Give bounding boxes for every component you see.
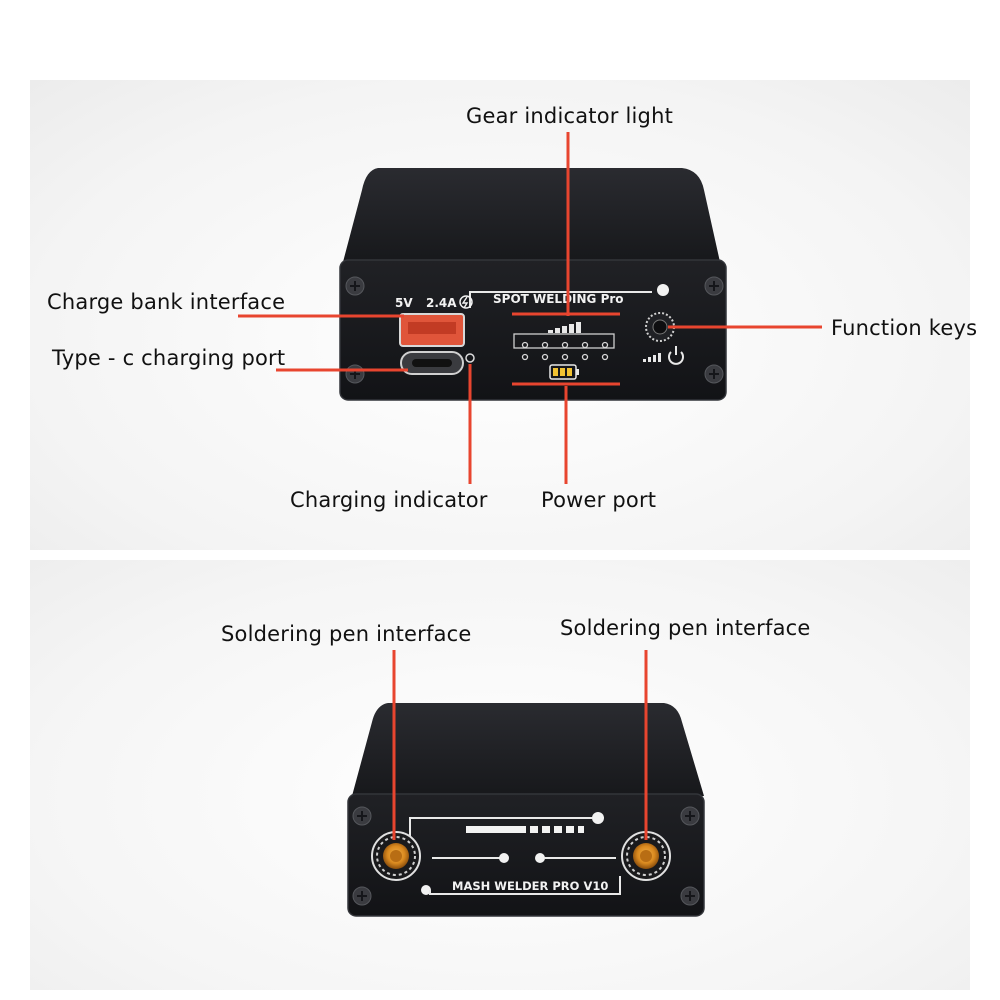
lightning-icon [459, 295, 473, 309]
soldering-pen-terminal-right[interactable] [621, 831, 671, 881]
front-device: SPOT WELDING Pro 5V 2.4A [339, 168, 727, 401]
model-label: MASH WELDER PRO V10 [452, 879, 608, 893]
label-function-keys: Function keys [831, 316, 978, 340]
back-device-front-face [347, 793, 705, 917]
level-bars-icon [466, 826, 584, 833]
back-callout-lines [392, 650, 648, 840]
charging-indicator-led [465, 353, 475, 363]
power-signal-icon [643, 353, 661, 362]
voltage-label: 5V [395, 296, 413, 310]
gear-led-grid [513, 333, 615, 361]
current-label: 2.4A [426, 296, 457, 310]
soldering-pen-terminal-left[interactable] [371, 831, 421, 881]
front-callout-lines [238, 132, 822, 484]
battery-icon [549, 364, 579, 380]
brand-label: SPOT WELDING Pro [493, 292, 624, 306]
label-soldering-pen-interface-left: Soldering pen interface [221, 622, 472, 646]
label-soldering-pen-interface-right: Soldering pen interface [560, 616, 811, 640]
label-charge-bank-interface: Charge bank interface [47, 290, 286, 314]
label-gear-indicator-light: Gear indicator light [466, 104, 674, 128]
signal-bars-icon [548, 322, 581, 333]
power-icon [668, 346, 684, 365]
label-power-port: Power port [541, 488, 657, 512]
label-charging-indicator: Charging indicator [290, 488, 488, 512]
front-device-top-face [343, 168, 720, 262]
label-type-c-charging-port: Type - c charging port [52, 346, 286, 370]
back-device-top-face [352, 703, 704, 796]
back-device: MASH WELDER PRO V10 [347, 703, 705, 917]
indicator-dot-icon [657, 284, 669, 296]
